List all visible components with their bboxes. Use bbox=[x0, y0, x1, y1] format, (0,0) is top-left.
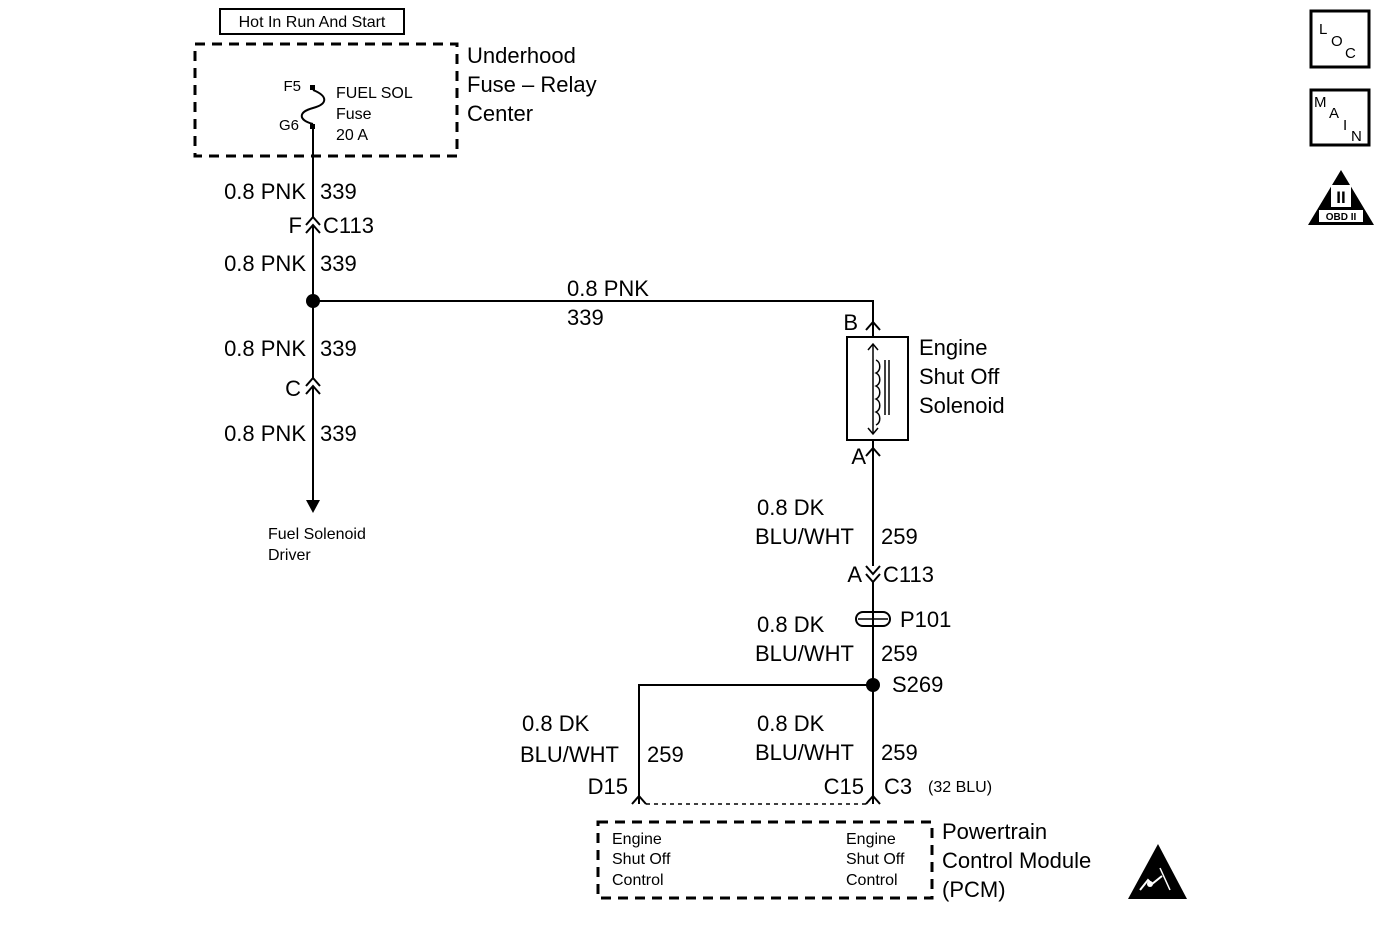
pcm-right-function-line-2: Shut Off bbox=[846, 851, 905, 868]
circuit-number-label: 339 bbox=[320, 251, 357, 276]
fuse-center-box bbox=[193, 42, 459, 158]
pin-c15-icon bbox=[865, 794, 881, 805]
wire-color-label: 0.8 PNK bbox=[224, 336, 306, 361]
main-icon[interactable]: M A I N bbox=[1309, 88, 1371, 147]
branch-circuit-number: 339 bbox=[567, 305, 604, 330]
destination-line-2: Driver bbox=[268, 547, 311, 564]
engine-shut-off-solenoid bbox=[846, 336, 909, 441]
wire-color-line-2: BLU/WHT bbox=[755, 641, 854, 666]
wire-color-line-1: 0.8 DK bbox=[757, 495, 825, 520]
fuse-center-name-line-3: Center bbox=[467, 101, 533, 126]
connector-c-pin: C bbox=[285, 376, 301, 401]
pcm-name-line-2: Control Module bbox=[942, 848, 1091, 873]
pcm-left-function-line-2: Shut Off bbox=[612, 851, 671, 868]
pcm-right-function: Engine Shut Off Control bbox=[846, 831, 905, 889]
wire-color-line-1: 0.8 DK bbox=[522, 711, 590, 736]
fuse-label-line-2: Fuse bbox=[336, 106, 372, 123]
branch-wire-color: 0.8 PNK bbox=[567, 276, 649, 301]
solenoid-name-line-1: Engine bbox=[919, 335, 988, 360]
pcm-right-function-line-3: Control bbox=[846, 872, 898, 889]
pcm-box bbox=[596, 820, 934, 900]
wire-color-label: 0.8 PNK bbox=[224, 251, 306, 276]
splice-s269-label: S269 bbox=[892, 672, 943, 697]
pcm-pin-c15: C15 bbox=[824, 774, 864, 799]
circuit-number-label: 259 bbox=[881, 641, 918, 666]
connector-c113-label: C113 bbox=[883, 562, 934, 587]
connector-f-pin: F bbox=[289, 213, 302, 238]
destination-line-1: Fuel Solenoid bbox=[268, 526, 366, 543]
obd-roman-numeral: II bbox=[1336, 188, 1345, 207]
pcm-right-function-line-1: Engine bbox=[846, 831, 896, 848]
pcm-name: Powertrain Control Module (PCM) bbox=[942, 819, 1091, 902]
solenoid-name-line-2: Shut Off bbox=[919, 364, 1000, 389]
wire-color-label: 0.8 PNK bbox=[224, 179, 306, 204]
arrow-down-icon bbox=[306, 500, 320, 513]
grommet-p101-label: P101 bbox=[900, 607, 951, 632]
pin-a-icon bbox=[865, 446, 881, 457]
loc-letter-2: O bbox=[1331, 33, 1343, 50]
obd-text: OBD II bbox=[1326, 212, 1357, 223]
pcm-left-function-line-1: Engine bbox=[612, 831, 662, 848]
solenoid-name-line-3: Solenoid bbox=[919, 393, 1005, 418]
main-letter-2: A bbox=[1329, 105, 1339, 122]
power-source-label: Hot In Run And Start bbox=[239, 14, 386, 31]
fuse-center-name: Underhood Fuse – Relay Center bbox=[467, 43, 597, 126]
main-letter-1: M bbox=[1314, 94, 1327, 111]
connector-c113-label: C113 bbox=[323, 213, 374, 238]
circuit-number-label: 339 bbox=[320, 336, 357, 361]
solenoid-pin-a: A bbox=[851, 444, 866, 469]
wire-color-line-1: 0.8 DK bbox=[757, 612, 825, 637]
connector-a-pin: A bbox=[847, 562, 862, 587]
pcm-left-function-line-3: Control bbox=[612, 872, 664, 889]
pcm-connector-c3-note: (32 BLU) bbox=[928, 779, 992, 796]
wire-color-line-1: 0.8 DK bbox=[757, 711, 825, 736]
wire-color-line-2: BLU/WHT bbox=[755, 740, 854, 765]
fuse-center-name-line-2: Fuse – Relay bbox=[467, 72, 597, 97]
fuse-center-name-line-1: Underhood bbox=[467, 43, 576, 68]
connector-c113-a-icon bbox=[865, 565, 881, 584]
main-letter-3: I bbox=[1343, 117, 1347, 134]
solenoid-pin-b: B bbox=[843, 310, 858, 335]
circuit-number-label: 259 bbox=[881, 524, 918, 549]
circuit-number-label: 339 bbox=[320, 179, 357, 204]
fuse-symbol-icon bbox=[300, 85, 326, 129]
wire-color-label: 0.8 PNK bbox=[224, 421, 306, 446]
main-letter-4: N bbox=[1351, 128, 1362, 145]
fuel-solenoid-driver-label: Fuel Solenoid Driver bbox=[268, 526, 366, 564]
loc-letter-1: L bbox=[1319, 21, 1327, 38]
solenoid-name: Engine Shut Off Solenoid bbox=[919, 335, 1005, 418]
pcm-name-line-1: Powertrain bbox=[942, 819, 1047, 844]
power-source-box: Hot In Run And Start bbox=[219, 8, 405, 35]
loc-letter-3: C bbox=[1345, 45, 1356, 62]
fuse-pin-f5: F5 bbox=[283, 78, 301, 95]
circuit-number-label: 259 bbox=[881, 740, 918, 765]
esd-warning-icon bbox=[1128, 844, 1187, 899]
wire-color-line-2: BLU/WHT bbox=[520, 742, 619, 767]
pin-d15-icon bbox=[631, 794, 647, 805]
branch-wire-339 bbox=[313, 300, 874, 322]
pcm-pin-d15: D15 bbox=[588, 774, 628, 799]
fuse-label-line-1: FUEL SOL bbox=[336, 85, 413, 102]
wire-259-branch bbox=[638, 684, 873, 804]
fuse-label-line-3: 20 A bbox=[336, 127, 368, 144]
grommet-p101-icon bbox=[855, 610, 891, 628]
pcm-name-line-3: (PCM) bbox=[942, 877, 1006, 902]
fuse-label: FUEL SOL Fuse 20 A bbox=[336, 85, 413, 144]
pcm-left-function: Engine Shut Off Control bbox=[612, 831, 671, 889]
loc-icon[interactable]: L O C bbox=[1309, 9, 1371, 69]
pcm-connector-c3: C3 bbox=[884, 774, 912, 799]
fuse-pin-g6: G6 bbox=[279, 117, 299, 134]
obd-ii-icon[interactable]: II OBD II bbox=[1308, 170, 1374, 225]
wire-color-line-2: BLU/WHT bbox=[755, 524, 854, 549]
circuit-number-label: 259 bbox=[647, 742, 684, 767]
circuit-number-label: 339 bbox=[320, 421, 357, 446]
